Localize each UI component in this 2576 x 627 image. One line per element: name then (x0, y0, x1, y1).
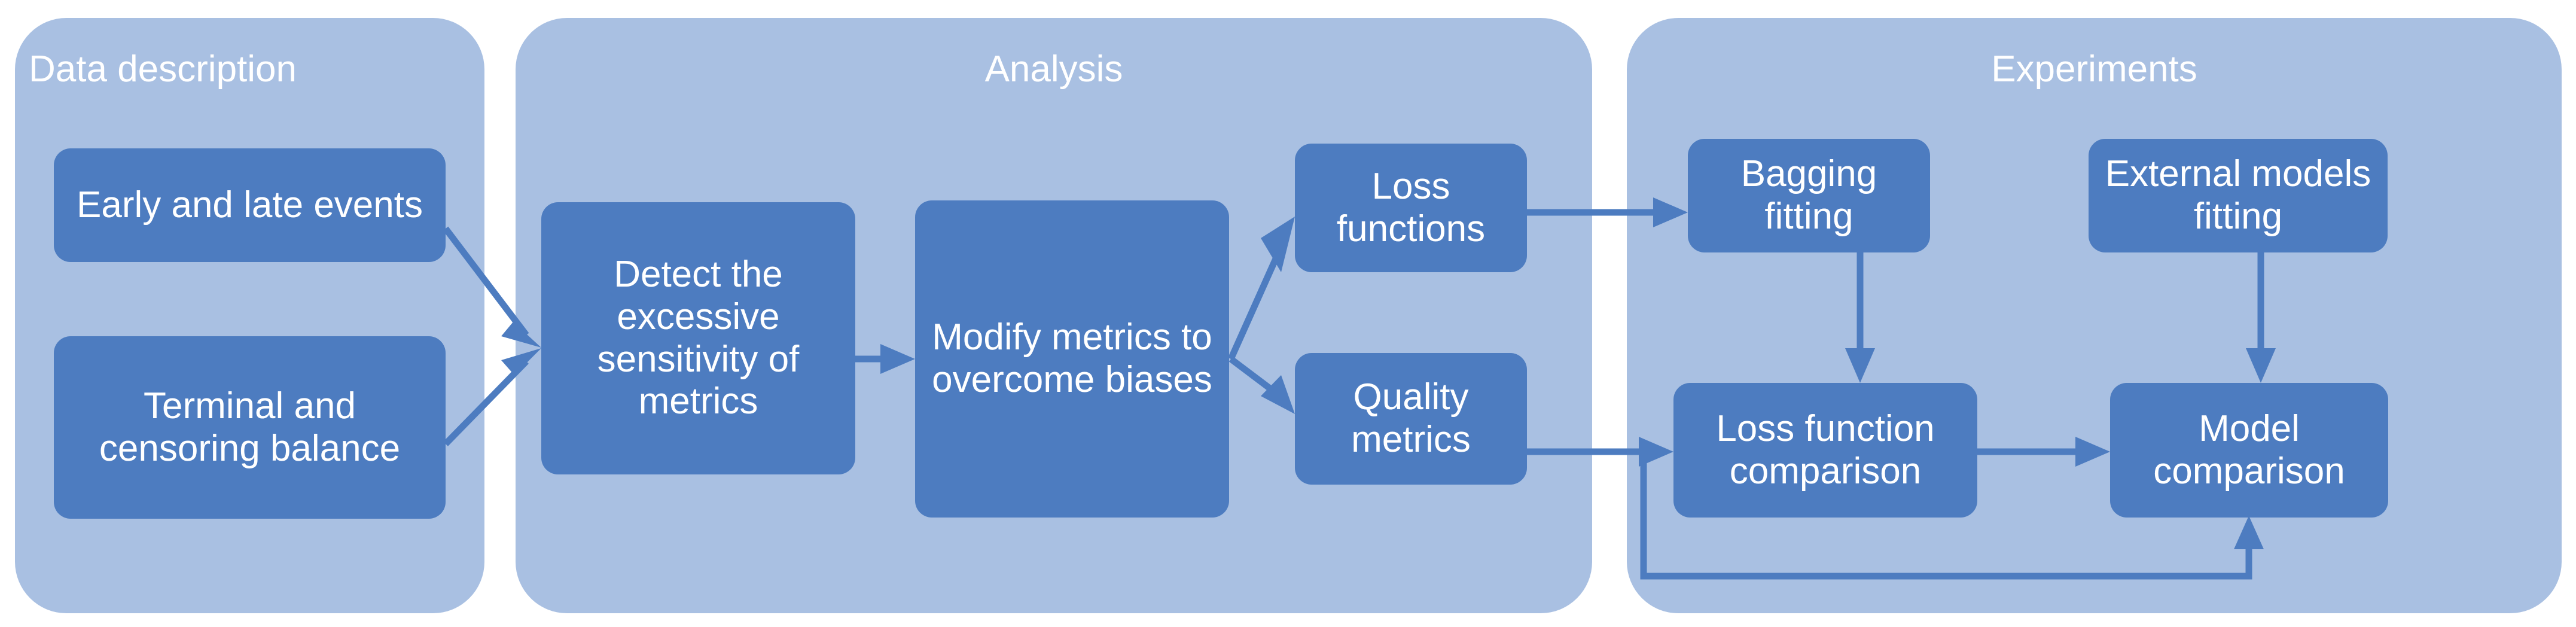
node-external-models-fitting[interactable]: External models fitting (2089, 139, 2388, 252)
group-data-description (15, 18, 484, 613)
group-title-analysis: Analysis (984, 48, 1123, 90)
node-modify-metrics[interactable]: Modify metrics to overcome biases (915, 200, 1229, 518)
group-title-data-description: Data description (29, 48, 297, 90)
node-label-modify-metrics: Modify metrics to overcome biases (932, 316, 1212, 400)
group-experiments (1627, 18, 2562, 613)
node-quality-metrics[interactable]: Quality metrics (1295, 353, 1527, 485)
group-title-experiments: Experiments (1991, 48, 2197, 90)
node-label-loss-function-comparison: Loss function comparison (1716, 407, 1935, 492)
node-bagging-fitting[interactable]: Bagging fitting (1688, 139, 1930, 252)
node-model-comparison[interactable]: Model comparison (2110, 383, 2388, 518)
node-loss-functions[interactable]: Loss functions (1295, 144, 1527, 272)
node-label-bagging-fitting: Bagging fitting (1740, 153, 1877, 237)
node-terminal-censoring-balance[interactable]: Terminal and censoring balance (54, 336, 446, 519)
node-early-late-events[interactable]: Early and late events (54, 148, 446, 262)
node-loss-function-comparison[interactable]: Loss function comparison (1673, 383, 1977, 518)
node-label-quality-metrics: Quality metrics (1351, 376, 1471, 460)
node-label-loss-functions: Loss functions (1336, 165, 1486, 249)
node-label-detect-sensitivity: Detect the excessive sensitivity of metr… (597, 254, 800, 422)
node-label-early-late-events: Early and late events (76, 184, 423, 226)
node-detect-sensitivity[interactable]: Detect the excessive sensitivity of metr… (541, 202, 855, 474)
node-label-terminal-censoring-balance: Terminal and censoring balance (99, 385, 401, 469)
node-label-external-models-fitting: External models fitting (2105, 153, 2371, 237)
node-label-model-comparison: Model comparison (2153, 407, 2345, 492)
